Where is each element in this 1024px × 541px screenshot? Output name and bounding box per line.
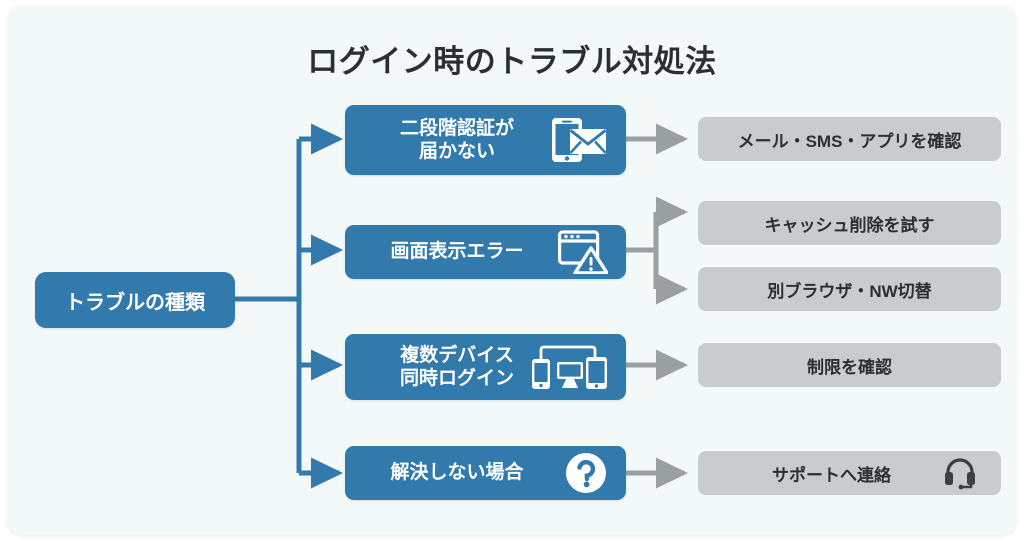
node-root-label: トラブルの種類 xyxy=(65,291,205,314)
diagram-canvas: ログイン時のトラブル対処法 xyxy=(8,6,1016,535)
node-branch-4[interactable]: 解決しない場合 xyxy=(345,446,626,500)
node-branch-2-label: 画面表示エラー xyxy=(390,241,524,263)
node-outcome-1-1-label: メール・SMS・アプリを確認 xyxy=(737,131,962,151)
node-branch-1[interactable]: 二段階認証が 届かない xyxy=(345,105,626,175)
node-branch-3-label: 複数デバイス 同時ログイン xyxy=(399,344,514,389)
node-outcome-4-1[interactable]: サポートへ連絡 xyxy=(698,451,1001,495)
node-outcome-2-2-label: 別ブラウザ・NW切替 xyxy=(767,281,932,301)
node-root[interactable]: トラブルの種類 xyxy=(35,272,235,328)
multi-device-icon xyxy=(528,343,608,391)
page-title: ログイン時のトラブル対処法 xyxy=(307,44,717,79)
node-branch-1-label: 二段階認証が 届かない xyxy=(399,117,514,162)
node-outcome-3-1-label: 制限を確認 xyxy=(807,357,892,377)
node-branch-2[interactable]: 画面表示エラー xyxy=(345,225,626,279)
node-outcome-1-1[interactable]: メール・SMS・アプリを確認 xyxy=(698,117,1001,161)
browser-warning-icon xyxy=(558,230,608,274)
question-circle-icon xyxy=(564,451,608,495)
node-outcome-2-1[interactable]: キャッシュ削除を試す xyxy=(698,201,1001,245)
connector-layer xyxy=(234,123,689,489)
phone-envelope-icon xyxy=(550,116,608,164)
connector-root-trunk xyxy=(234,139,302,473)
node-outcome-2-1-label: キャッシュ削除を試す xyxy=(764,215,935,235)
node-outcome-3-1[interactable]: 制限を確認 xyxy=(698,343,1001,387)
node-outcome-4-1-label: サポートへ連絡 xyxy=(772,465,891,485)
node-outcome-2-2[interactable]: 別ブラウザ・NW切替 xyxy=(698,267,1001,311)
headset-icon xyxy=(943,456,977,490)
node-branch-3[interactable]: 複数デバイス 同時ログイン xyxy=(345,334,626,400)
node-branch-4-label: 解決しない場合 xyxy=(390,462,524,484)
connector-branch2-fork xyxy=(626,196,689,305)
